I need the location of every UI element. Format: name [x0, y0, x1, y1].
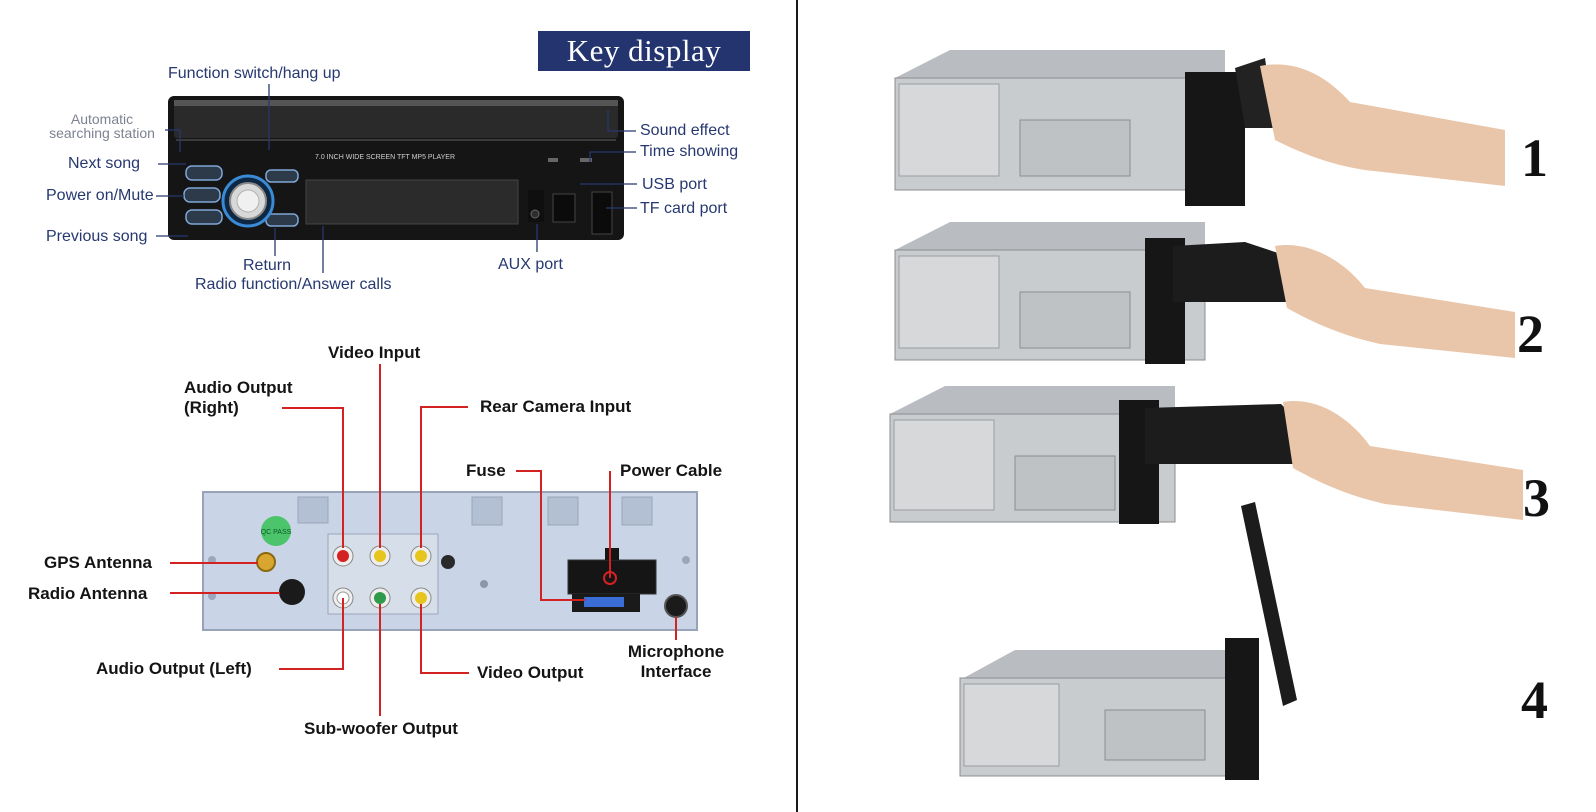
label-audio-output-left: Audio Output (Left): [96, 659, 252, 678]
install-steps-illustration: [889, 50, 1523, 780]
label-aux-port: AUX port: [498, 256, 563, 273]
label-sound-effect: Sound effect: [640, 122, 730, 139]
label-usb-port: USB port: [642, 176, 707, 193]
step-number-1: 1: [1521, 128, 1548, 188]
label-radio-function: Radio function/Answer calls: [195, 276, 392, 293]
installation-steps-panel: 1 2 3 4: [805, 0, 1596, 812]
key-display-title: Key display: [538, 31, 750, 71]
label-microphone-line2: Interface: [640, 662, 712, 681]
face-text: 7.0 INCH WIDE SCREEN TFT MP5 PLAYER: [315, 154, 455, 161]
head-unit-diagram: 7.0 INCH WIDE SCREEN TFT MP5 PLAYER: [156, 84, 698, 716]
label-return: Return: [243, 257, 292, 274]
head-unit-front: 7.0 INCH WIDE SCREEN TFT MP5 PLAYER: [168, 96, 624, 240]
label-next-song: Next song: [68, 155, 141, 172]
label-radio-antenna: Radio Antenna: [28, 584, 148, 603]
step-3-unit: [889, 386, 1523, 524]
label-video-output: Video Output: [477, 663, 584, 682]
step-number-2: 2: [1517, 304, 1544, 364]
label-video-input: Video Input: [328, 343, 421, 362]
step-number-3: 3: [1523, 468, 1550, 528]
label-power-mute: Power on/Mute: [46, 187, 154, 204]
label-audio-output-right-line2: (Right): [184, 398, 239, 417]
step-number-4: 4: [1521, 670, 1548, 730]
label-auto-search-line1: Automatic: [70, 111, 134, 127]
label-gps-antenna: GPS Antenna: [44, 553, 152, 572]
label-tf-card-port: TF card port: [640, 200, 728, 217]
key-display-panel: Key display 7.0 INCH WIDE SCREEN TFT MP5…: [0, 0, 790, 812]
label-audio-output-right-line1: Audio Output: [184, 378, 293, 397]
label-microphone-line1: Microphone: [627, 642, 725, 661]
label-rear-camera-input: Rear Camera Input: [480, 397, 632, 416]
step-1-unit: [894, 50, 1505, 206]
label-function-switch: Function switch/hang up: [168, 65, 341, 82]
label-subwoofer-output: Sub-woofer Output: [304, 719, 458, 738]
panel-divider: [796, 0, 798, 812]
step-2-unit: [894, 222, 1515, 364]
label-previous-song: Previous song: [46, 228, 148, 245]
label-power-cable: Power Cable: [620, 461, 723, 480]
step-4-unit: [959, 502, 1297, 780]
label-fuse: Fuse: [466, 461, 506, 480]
qc-sticker-text: QC PASS: [261, 529, 292, 536]
label-time-showing: Time showing: [640, 143, 739, 160]
label-auto-search-line2: searching station: [49, 125, 155, 141]
rear-panel-diagram: QC PASS: [202, 491, 698, 631]
